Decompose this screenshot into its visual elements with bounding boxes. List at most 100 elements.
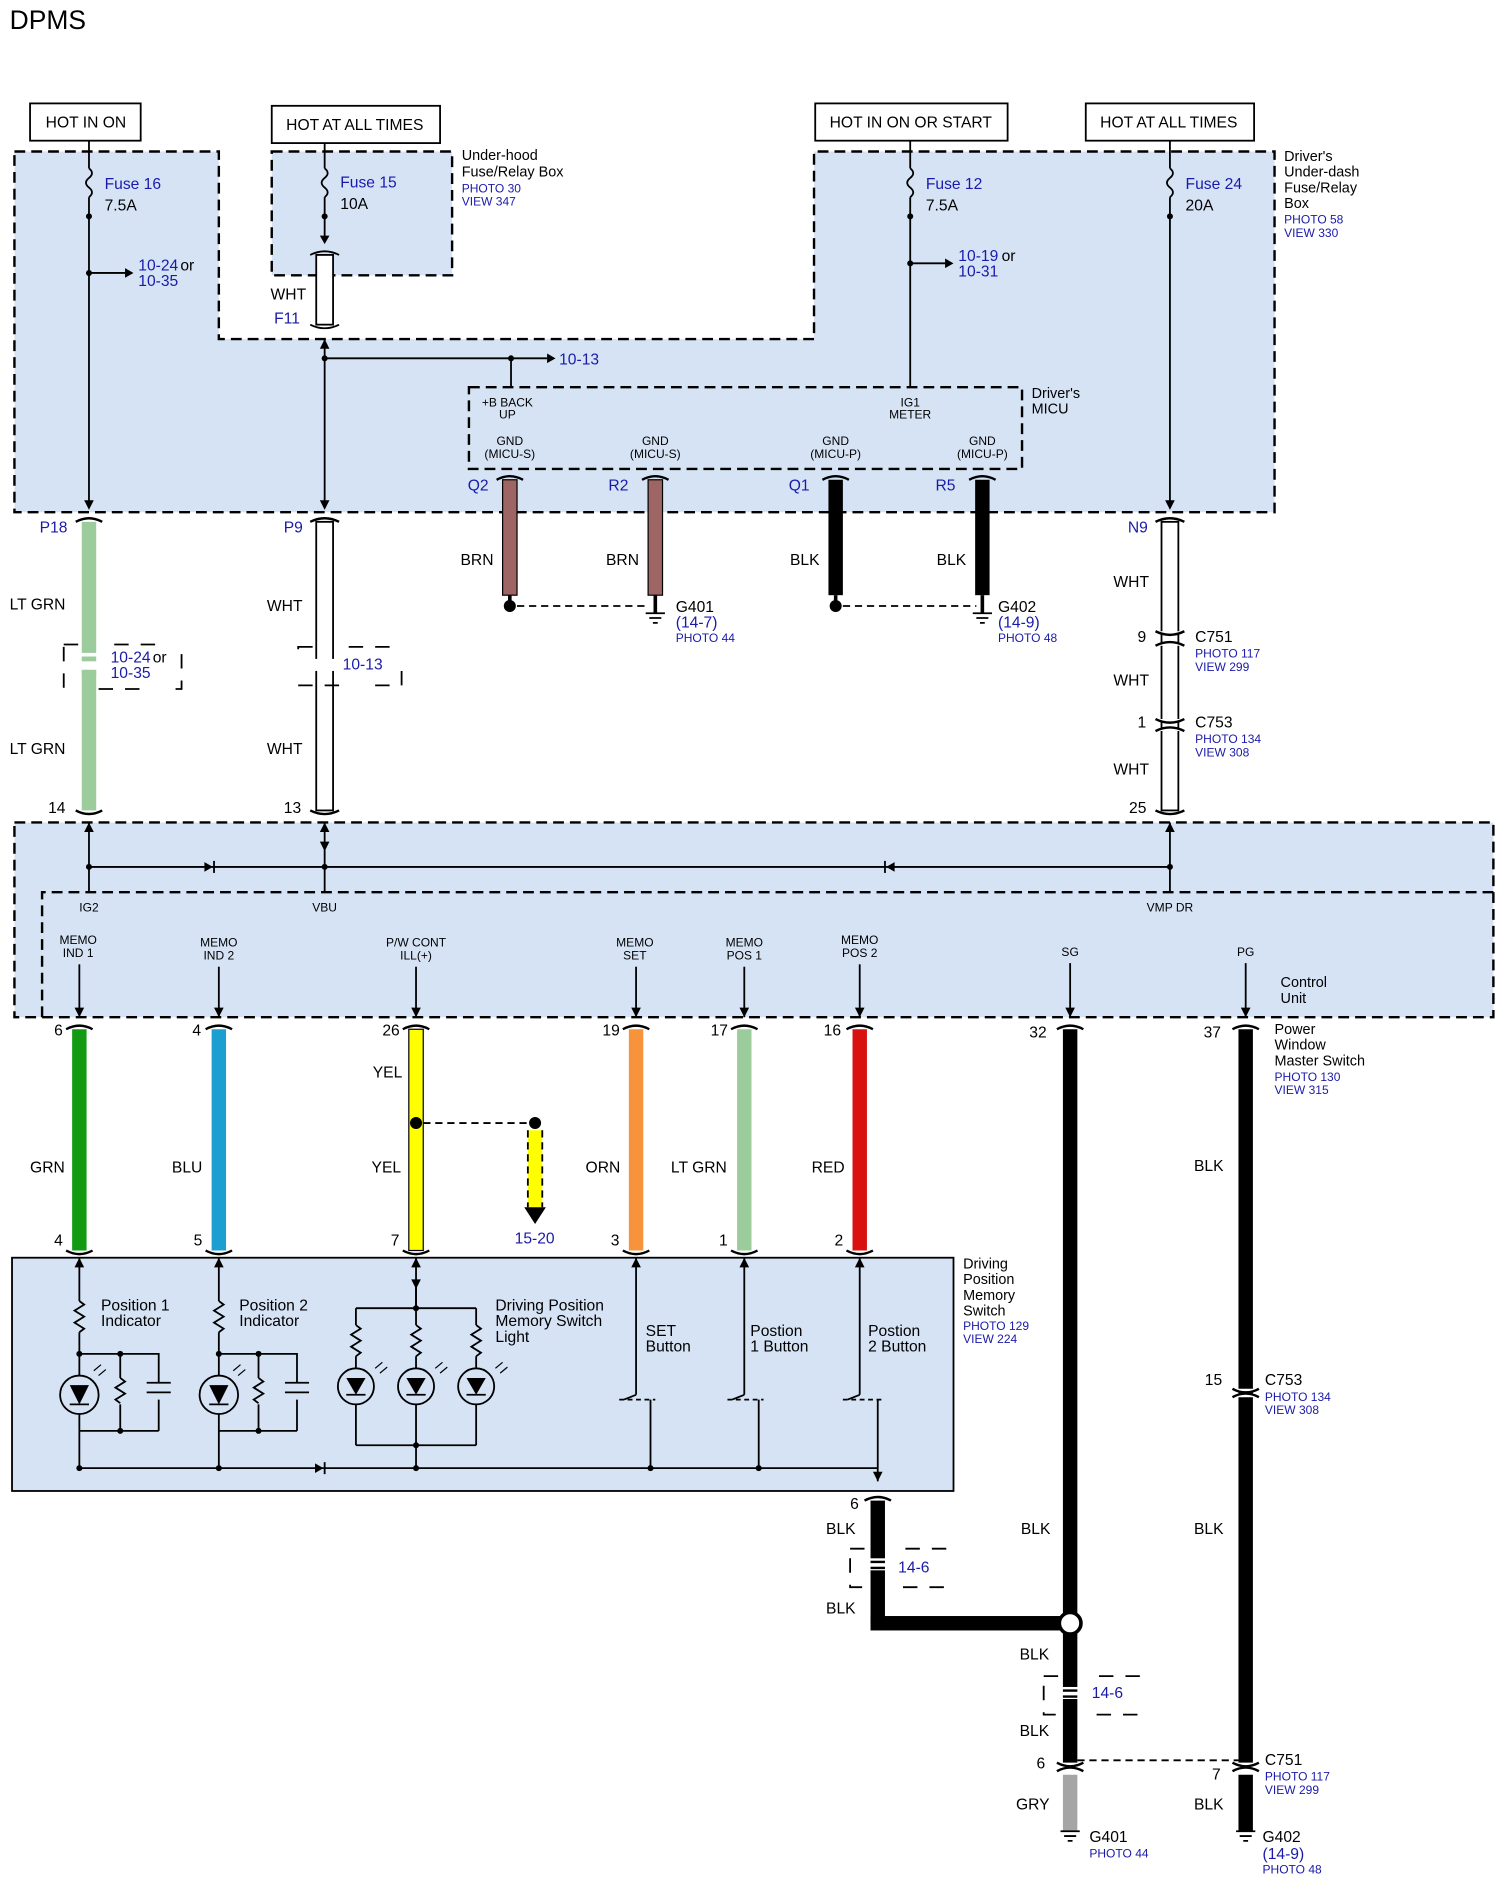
- micu-pin-gnd1-2: (MICU-S): [484, 447, 535, 461]
- connector-q2: Q2: [468, 478, 489, 495]
- micu-label-1: Driver's: [1032, 386, 1080, 402]
- pin-n9-1: 1: [1137, 714, 1146, 731]
- connector-c751-view: VIEW 299: [1195, 660, 1249, 674]
- wire-color-blk-pg3: BLK: [1194, 1797, 1224, 1814]
- switch-pos2-label-2: Indicator: [239, 1313, 299, 1330]
- ref-14-6-a: 14-6: [898, 1560, 929, 1577]
- wire-color-wht-f11: WHT: [271, 286, 307, 303]
- underhood-photo: PHOTO 30: [462, 181, 522, 195]
- pin-s2: 2: [834, 1233, 843, 1250]
- connector-c751b-photo: PHOTO 117: [1265, 1770, 1330, 1784]
- ground-g402: G402: [998, 599, 1036, 616]
- connector-c751: C751: [1195, 629, 1232, 646]
- connector-c751-photo: PHOTO 117: [1195, 647, 1260, 661]
- cu-pin-pg: PG: [1237, 945, 1254, 959]
- switch-light-label-2: Memory Switch: [495, 1313, 602, 1330]
- connector-c753-view: VIEW 308: [1195, 745, 1249, 759]
- underhood-label-2: Fuse/Relay Box: [462, 165, 564, 181]
- wire-color-blk-6a: BLK: [826, 1521, 856, 1538]
- connector-r5: R5: [935, 478, 955, 495]
- pin-c753-15: 15: [1205, 1372, 1223, 1389]
- underhood-label-1: Under-hood: [462, 148, 538, 164]
- pin-p26: 26: [382, 1022, 399, 1039]
- dpms-label-3: Memory: [963, 1288, 1016, 1304]
- ref-14-6-b: 14-6: [1092, 1685, 1123, 1702]
- wire-color-blu: BLU: [172, 1159, 202, 1176]
- micu-pin-gnd4-1: GND: [969, 434, 996, 448]
- ref-or-1: or: [180, 258, 194, 275]
- underhood-view: VIEW 347: [462, 195, 516, 209]
- cu-pin-memo2-1: MEMO: [200, 935, 237, 949]
- underdash-photo: PHOTO 58: [1284, 213, 1344, 227]
- ground-g401: G401: [676, 599, 714, 616]
- pin-s1: 1: [719, 1233, 728, 1250]
- wire-color-gry: GRY: [1016, 1797, 1050, 1814]
- cu-pin-pw-1: P/W CONT: [386, 935, 447, 949]
- pwms-label-1: Power: [1275, 1022, 1316, 1038]
- connector-r2: R2: [608, 478, 628, 495]
- switch-pos1-label-1: Position 1: [101, 1298, 170, 1315]
- wire-color-wht-1: WHT: [267, 598, 303, 615]
- pin-n9-9: 9: [1137, 629, 1146, 646]
- pin-c25: 25: [1129, 800, 1147, 817]
- pin-p19: 19: [602, 1022, 619, 1039]
- pwms-view: VIEW 315: [1275, 1083, 1329, 1097]
- cu-pin-mpos2-2: POS 2: [842, 946, 878, 960]
- bottom-ground-wires: [849, 1495, 1260, 1842]
- wire-color-grn: GRN: [30, 1159, 65, 1176]
- hot-at-all-times-label-1: HOT AT ALL TIMES: [286, 117, 423, 134]
- wire-color-blk-1: BLK: [790, 552, 820, 569]
- dpms-photo: PHOTO 129: [963, 1319, 1029, 1333]
- ground-g402-photo: PHOTO 48: [998, 631, 1058, 645]
- switch-light-label-1: Driving Position: [495, 1298, 604, 1315]
- ground-g402b: G402: [1263, 1829, 1301, 1846]
- dpms-label-4: Switch: [963, 1303, 1005, 1319]
- cu-pin-mpos2-1: MEMO: [841, 933, 878, 947]
- pin-s3: 3: [611, 1233, 620, 1250]
- wire-color-wht-c751: WHT: [1113, 672, 1149, 689]
- wire-color-blk-pg: BLK: [1194, 1158, 1224, 1175]
- wire-color-blk-pg2: BLK: [1194, 1521, 1224, 1538]
- connector-p9: P9: [284, 520, 303, 537]
- connector-c753-photo: PHOTO 134: [1195, 732, 1261, 746]
- connector-c753b-photo: PHOTO 134: [1265, 1390, 1331, 1404]
- switch-pos2-label-1: Position 2: [239, 1298, 308, 1315]
- micu-ground-wires: [496, 474, 997, 624]
- switch-pos1-label-2: Indicator: [101, 1313, 161, 1330]
- page-title: DPMS: [10, 5, 86, 35]
- ref-15-20: 15-20: [515, 1230, 555, 1247]
- ref-10-13-b: 10-13: [343, 657, 383, 674]
- wire-color-wht-c753: WHT: [1113, 761, 1149, 778]
- pin-s7: 7: [391, 1233, 400, 1250]
- hot-at-all-times-box-1: HOT AT ALL TIMES: [270, 104, 441, 144]
- connector-q1: Q1: [789, 478, 810, 495]
- hot-in-on-label: HOT IN ON: [46, 114, 126, 131]
- underdash-label-2: Under-dash: [1284, 165, 1359, 181]
- fuse16-rating: 7.5A: [105, 197, 138, 214]
- wht-wire-p9: [300, 517, 349, 816]
- pin-p37: 37: [1204, 1025, 1221, 1042]
- ref-10-24-a: 10-24: [138, 258, 178, 275]
- cu-pin-mset-1: MEMO: [616, 935, 653, 949]
- ref-10-19: 10-19: [958, 248, 998, 265]
- pin-p17: 17: [711, 1022, 728, 1039]
- control-unit-label-2: Unit: [1281, 991, 1307, 1007]
- connector-c753: C753: [1195, 714, 1232, 731]
- switch-p1b-label-1: Postion: [750, 1323, 802, 1340]
- ground-g402-ref: (14-9): [998, 615, 1040, 632]
- wire-color-blk-2: BLK: [937, 552, 967, 569]
- micu-label-2: MICU: [1032, 402, 1069, 418]
- dpms-switch-box: [11, 1256, 955, 1492]
- wire-color-wht-n9: WHT: [1113, 574, 1149, 591]
- dpms-view: VIEW 224: [963, 1332, 1017, 1346]
- wire-color-blk-sg3: BLK: [1020, 1723, 1050, 1740]
- connector-c751b: C751: [1265, 1752, 1302, 1769]
- pin-c13: 13: [284, 800, 301, 817]
- hot-at-all-times-label-2: HOT AT ALL TIMES: [1100, 114, 1237, 131]
- ref-or-2: or: [1002, 248, 1016, 265]
- pin-s5: 5: [194, 1233, 203, 1250]
- connector-c751b-view: VIEW 299: [1265, 1783, 1319, 1797]
- micu-pin-ig1-1: IG1: [901, 395, 921, 409]
- cu-pin-vmpdr: VMP DR: [1147, 900, 1194, 914]
